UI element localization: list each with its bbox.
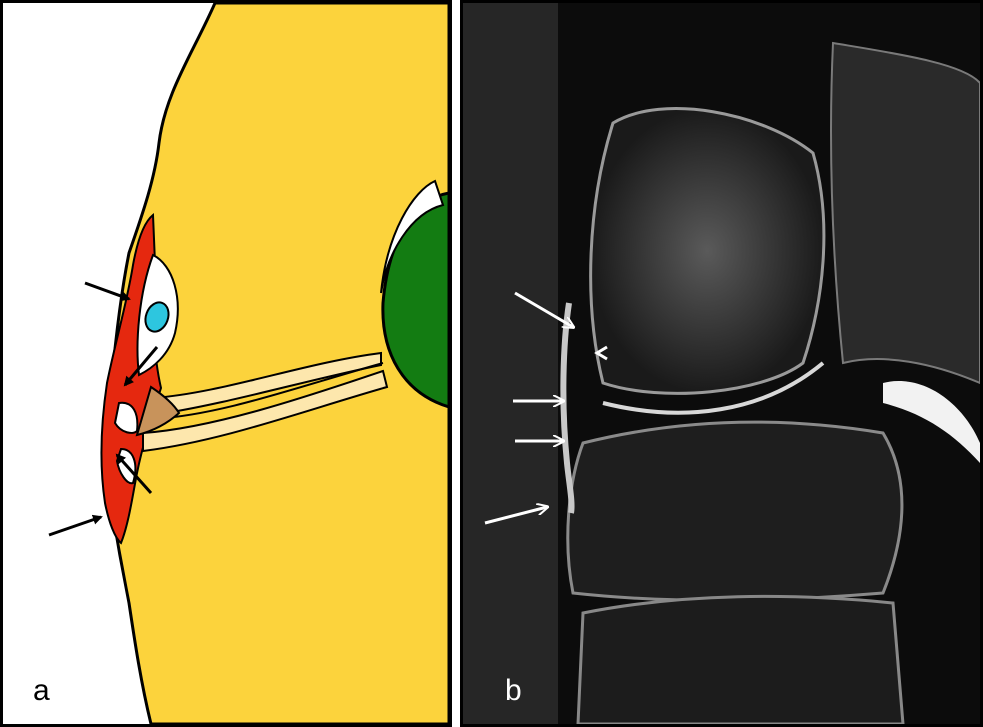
schematic-drawing bbox=[3, 3, 449, 724]
mri-bone-upper bbox=[591, 109, 824, 394]
mri-image bbox=[463, 3, 980, 724]
panel-b-label: b bbox=[505, 676, 522, 706]
mri-bone-right bbox=[831, 43, 980, 383]
soft-tissue bbox=[463, 3, 558, 724]
panel-b-mri: b bbox=[460, 0, 983, 727]
panel-a-schematic: a bbox=[0, 0, 452, 727]
panel-a-label: a bbox=[33, 676, 50, 706]
arrow-4 bbox=[49, 517, 101, 535]
mri-bone-lower bbox=[578, 596, 903, 724]
mri-bone-middle bbox=[568, 422, 902, 600]
